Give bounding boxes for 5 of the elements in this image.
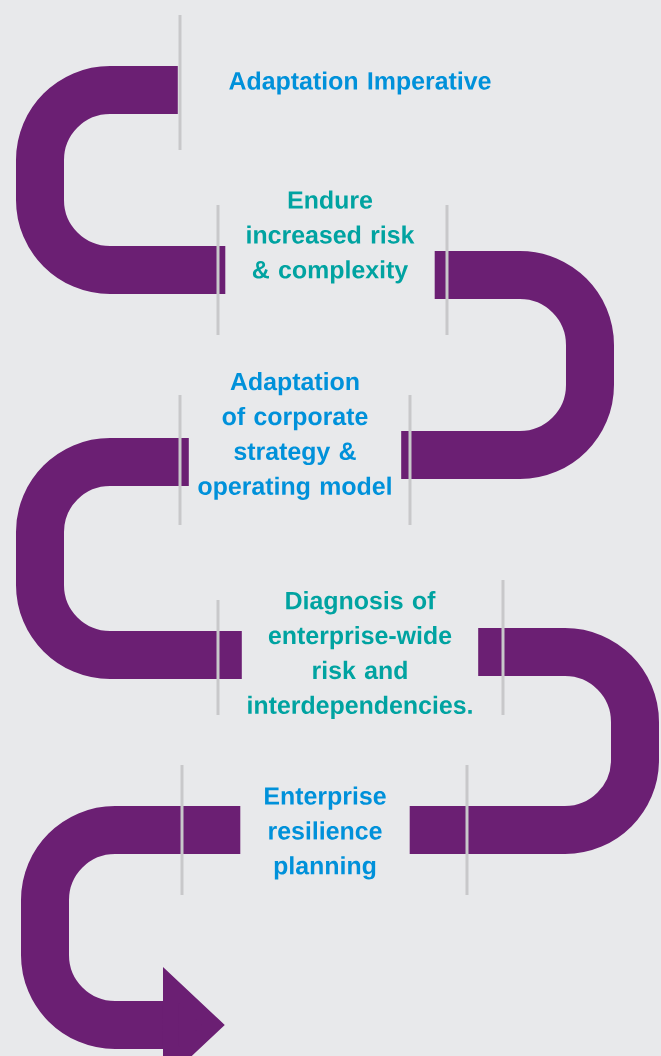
step-label: Adaptation of corporate strategy & operating model — [198, 372, 391, 500]
step-label: Adaptation Imperative — [229, 71, 491, 95]
step-label: Enterprise resilience planning — [265, 786, 386, 880]
step-label: Endure increased risk & complexity — [247, 190, 415, 284]
step-label: Diagnosis of enterprise-wide risk and interdependencies. — [248, 591, 472, 719]
